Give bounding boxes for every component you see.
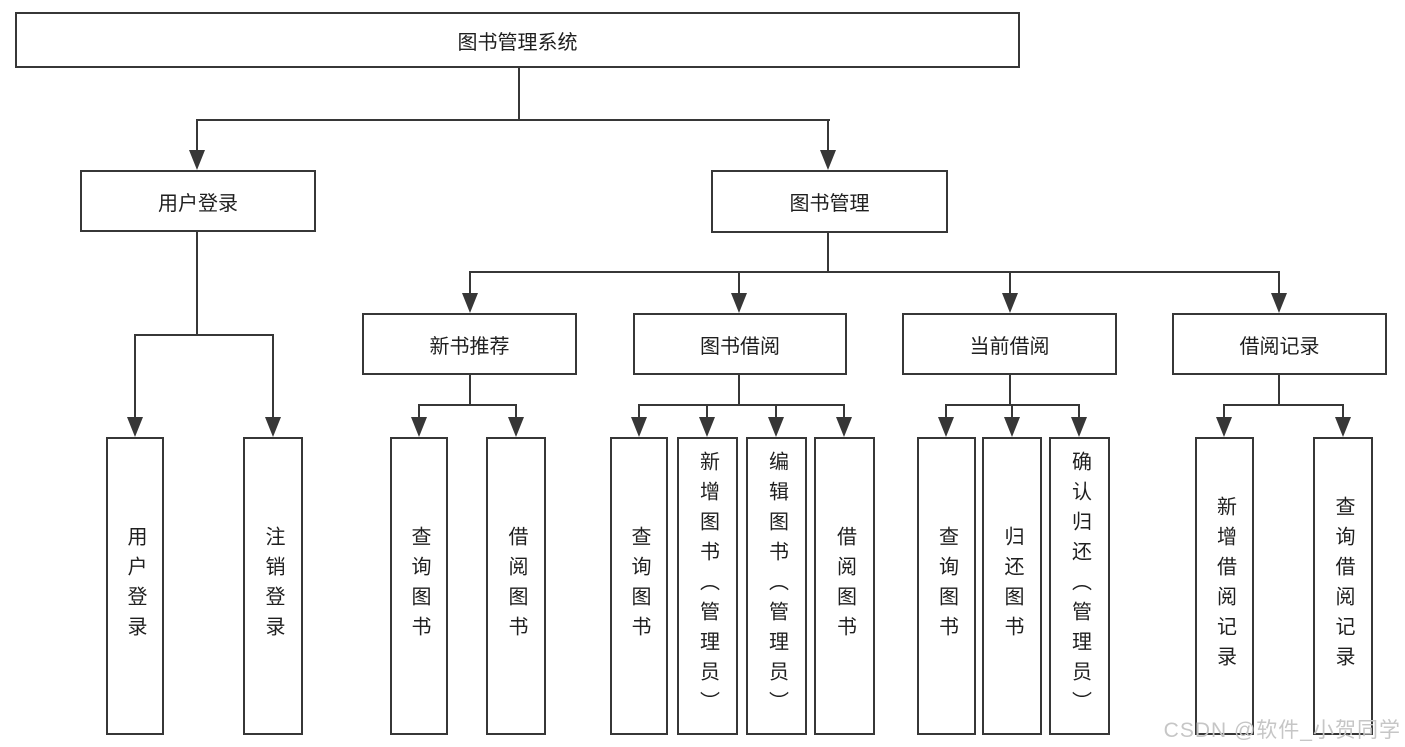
- node-library-management-system: 图书管理系统: [15, 12, 1020, 68]
- leaf-query-books-recommend: 查询图书: [390, 437, 448, 735]
- connector-line: [1223, 404, 1344, 406]
- connector-line: [738, 271, 740, 299]
- arrow-down-icon: [768, 417, 784, 437]
- node-label: 借阅记录: [1239, 335, 1320, 358]
- arrow-down-icon: [265, 417, 281, 437]
- connector-line: [827, 119, 829, 156]
- connector-line: [134, 334, 136, 423]
- leaf-label: 查询图书: [628, 526, 650, 646]
- arrow-down-icon: [1335, 417, 1351, 437]
- node-book-management: 图书管理: [711, 170, 948, 233]
- arrow-down-icon: [127, 417, 143, 437]
- arrow-down-icon: [189, 150, 205, 170]
- leaf-label: 编辑图书（管理员）: [765, 451, 788, 721]
- connector-line: [196, 119, 830, 121]
- leaf-borrow-books: 借阅图书: [814, 437, 875, 735]
- arrow-down-icon: [699, 417, 715, 437]
- node-label: 当前借阅: [969, 335, 1050, 358]
- arrow-down-icon: [1071, 417, 1087, 437]
- arrow-down-icon: [731, 293, 747, 313]
- connector-line: [638, 404, 845, 406]
- leaf-label: 查询图书: [408, 526, 430, 646]
- leaf-label: 查询图书: [935, 526, 958, 646]
- connector-line: [134, 334, 274, 336]
- node-label: 新书推荐: [429, 335, 510, 358]
- leaf-query-borrow-record: 查询借阅记录: [1313, 437, 1373, 735]
- leaf-label: 新增借阅记录: [1213, 496, 1236, 676]
- connector-line: [1009, 375, 1011, 406]
- connector-line: [638, 404, 640, 424]
- connector-line: [827, 233, 829, 273]
- connector-line: [418, 404, 420, 424]
- arrow-down-icon: [938, 417, 954, 437]
- node-new-book-recommend: 新书推荐: [362, 313, 577, 375]
- leaf-label: 查询借阅记录: [1332, 496, 1354, 676]
- arrow-down-icon: [1271, 293, 1287, 313]
- connector-line: [518, 68, 520, 121]
- connector-line: [1278, 375, 1280, 406]
- arrow-down-icon: [411, 417, 427, 437]
- watermark: CSDN @软件_小贺同学: [1163, 719, 1401, 742]
- node-user-login: 用户登录: [80, 170, 316, 232]
- connector-line: [469, 271, 471, 299]
- connector-line: [469, 375, 471, 406]
- leaf-confirm-return-admin: 确认归还（管理员）: [1049, 437, 1110, 735]
- leaf-label: 新增图书（管理员）: [696, 451, 719, 721]
- arrow-down-icon: [1002, 293, 1018, 313]
- connector-line: [272, 334, 274, 423]
- arrow-down-icon: [631, 417, 647, 437]
- leaf-edit-books-admin: 编辑图书（管理员）: [746, 437, 807, 735]
- node-label: 图书管理系统: [457, 31, 578, 54]
- node-borrow-records: 借阅记录: [1172, 313, 1387, 375]
- leaf-label: 归还图书: [1001, 526, 1023, 646]
- connector-line: [1223, 404, 1225, 424]
- connector-line: [706, 404, 708, 424]
- connector-line: [418, 404, 517, 406]
- connector-line: [515, 404, 517, 424]
- leaf-add-borrow-record: 新增借阅记录: [1195, 437, 1254, 735]
- node-label: 图书借阅: [700, 335, 780, 358]
- arrow-down-icon: [1216, 417, 1232, 437]
- connector-line: [945, 404, 947, 424]
- arrow-down-icon: [820, 150, 836, 170]
- leaf-borrow-books-recommend: 借阅图书: [486, 437, 546, 735]
- leaf-label: 确认归还（管理员）: [1068, 451, 1091, 721]
- arrow-down-icon: [1004, 417, 1020, 437]
- connector-line: [738, 375, 740, 406]
- leaf-return-books: 归还图书: [982, 437, 1042, 735]
- connector-line: [1078, 404, 1080, 424]
- leaf-add-books-admin: 新增图书（管理员）: [677, 437, 738, 735]
- leaf-user-login: 用户登录: [106, 437, 164, 735]
- leaf-label: 借阅图书: [833, 526, 856, 646]
- connector-line: [1342, 404, 1344, 424]
- leaf-query-books-borrow: 查询图书: [610, 437, 668, 735]
- arrow-down-icon: [836, 417, 852, 437]
- leaf-label: 借阅图书: [505, 526, 527, 646]
- connector-line: [1009, 271, 1011, 299]
- connector-line: [775, 404, 777, 424]
- leaf-logout: 注销登录: [243, 437, 303, 735]
- node-book-borrow: 图书借阅: [633, 313, 847, 375]
- connector-line: [469, 271, 1280, 273]
- leaf-label: 注销登录: [262, 526, 284, 646]
- arrow-down-icon: [462, 293, 478, 313]
- connector-line: [1278, 271, 1280, 299]
- node-current-borrow: 当前借阅: [902, 313, 1117, 375]
- arrow-down-icon: [508, 417, 524, 437]
- leaf-label: 用户登录: [124, 526, 146, 646]
- connector-line: [196, 119, 198, 156]
- node-label: 图书管理: [789, 193, 870, 215]
- connector-line: [196, 232, 198, 336]
- connector-line: [843, 404, 845, 424]
- node-label: 用户登录: [158, 192, 238, 215]
- connector-line: [1011, 404, 1013, 424]
- leaf-query-books-current: 查询图书: [917, 437, 976, 735]
